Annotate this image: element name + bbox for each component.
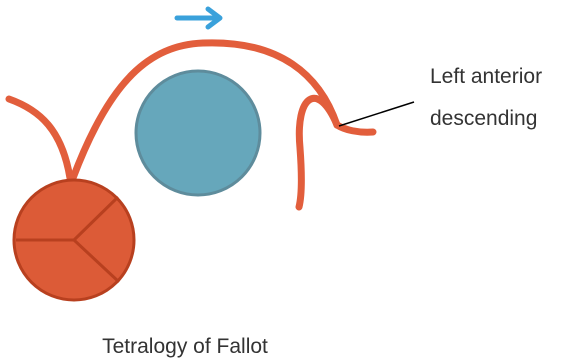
- right-coronary-branch: [5, 95, 74, 182]
- diagram-caption: Tetralogy of Fallot: [102, 335, 268, 358]
- coronary-arch: [69, 39, 341, 182]
- callout-label-line-1: Left anterior: [430, 65, 543, 88]
- callout-leader-line: [338, 101, 415, 127]
- flow-arrow-icon: [174, 6, 223, 30]
- pulmonary-artery: [134, 69, 262, 197]
- left-anterior-descending-branch: [333, 121, 377, 136]
- callout-label-line-2: descending: [430, 107, 538, 130]
- descending-branch: [295, 94, 341, 211]
- aortic-valve: [12, 178, 136, 302]
